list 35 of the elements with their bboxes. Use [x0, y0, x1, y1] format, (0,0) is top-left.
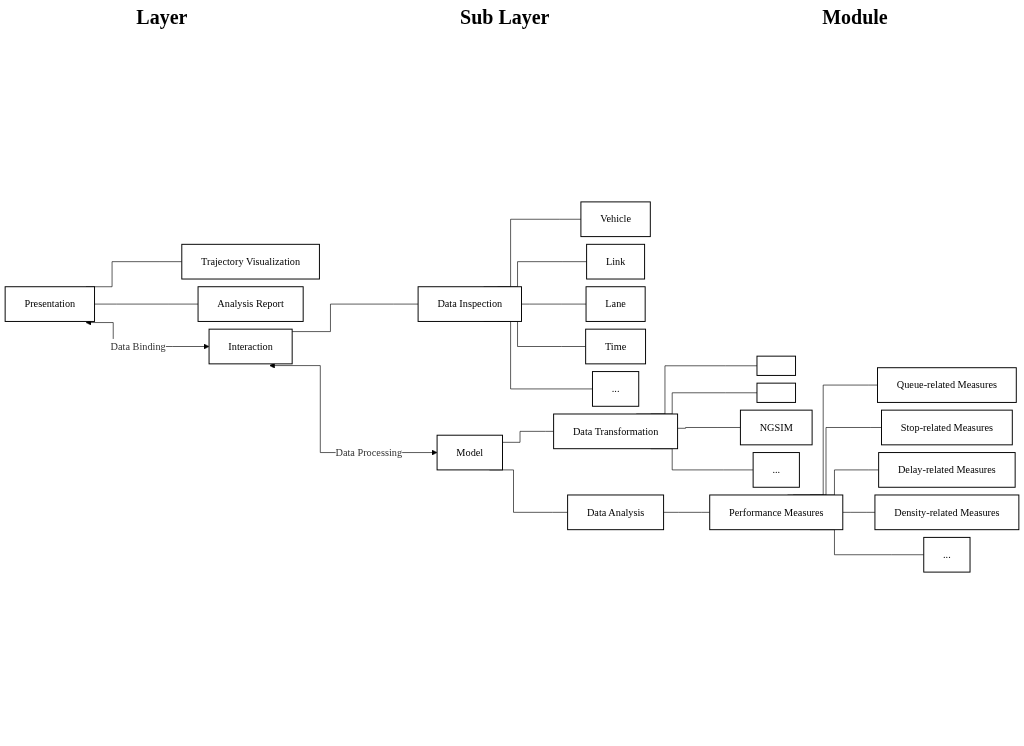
node-box: [756, 382, 796, 403]
edge-label: Data Processing: [335, 446, 403, 458]
node-box: Trajectory Visualization: [181, 243, 320, 280]
connector: [94, 303, 199, 305]
column-heading: Sub Layer: [460, 5, 550, 29]
node-box: Lane: [585, 286, 646, 322]
connector: [677, 427, 741, 429]
node-box: Time: [585, 328, 647, 365]
column-heading: Layer: [136, 5, 188, 29]
connector: [521, 303, 587, 305]
node-box: Interaction: [208, 328, 293, 365]
connector: [291, 303, 419, 332]
node-box: Queue-related Measures: [877, 367, 1017, 403]
node-box: Presentation: [4, 286, 96, 322]
connector: [663, 512, 711, 513]
node-box: Density-related Measures: [874, 494, 1020, 531]
node-box: Analysis Report: [197, 286, 304, 322]
node-box: Vehicle: [580, 201, 651, 238]
node-box: Data Analysis: [567, 494, 665, 531]
connector: [842, 512, 876, 513]
node-box: Model: [436, 434, 503, 471]
column-heading: Module: [822, 5, 888, 29]
node-box: Performance Measures: [709, 494, 844, 531]
connector: [502, 431, 554, 443]
node-box: NGSIM: [739, 409, 813, 446]
node-box: Link: [586, 243, 646, 280]
node-box: Stop-related Measures: [881, 409, 1013, 446]
node-box: ...: [592, 371, 640, 407]
node-box: Delay-related Measures: [878, 452, 1016, 488]
node-box: ...: [752, 452, 800, 488]
node-box: Data Transformation: [553, 413, 679, 450]
node-box: ...: [923, 536, 971, 573]
node-box: [756, 355, 796, 376]
node-box: Data Inspection: [417, 286, 522, 322]
edge-label: Data Binding: [110, 340, 166, 352]
